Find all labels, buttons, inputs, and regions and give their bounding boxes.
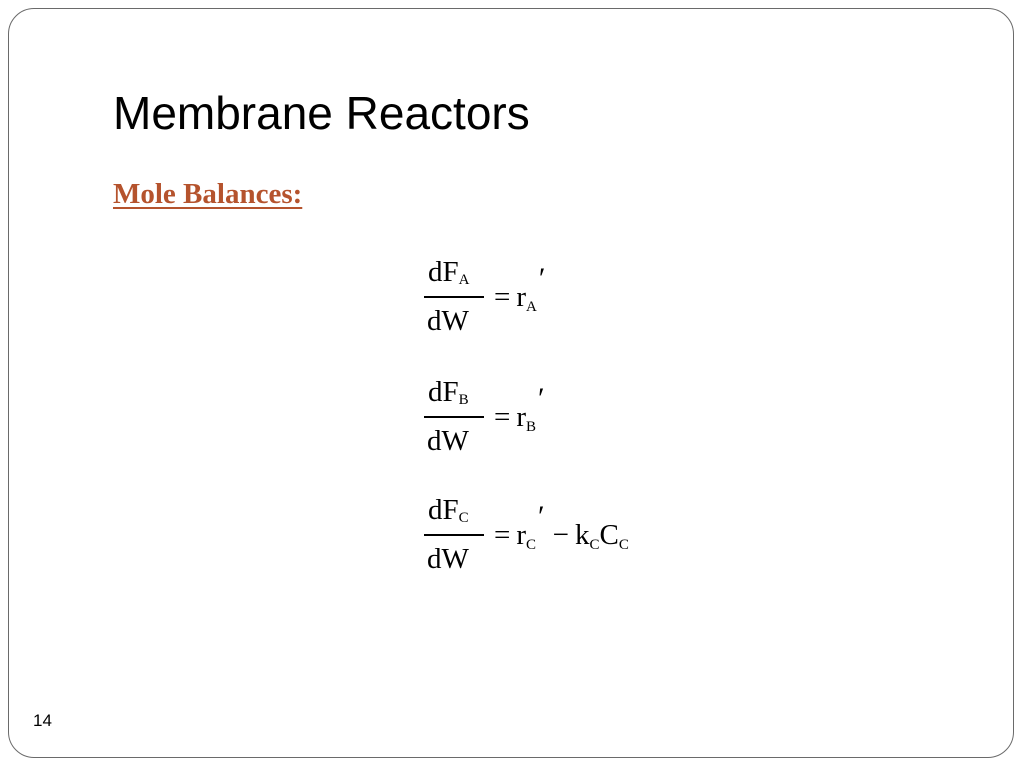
fraction-bar	[424, 296, 484, 298]
slide-frame	[8, 8, 1014, 758]
right-hand-side: =rC′−kCCC	[494, 500, 629, 553]
section-heading: Mole Balances:	[113, 178, 303, 210]
denominator: dW	[427, 543, 469, 575]
right-hand-side: =rB′	[494, 382, 545, 435]
fraction: dFA dW	[424, 256, 484, 346]
fraction: dFB dW	[424, 376, 484, 466]
fraction: dFC dW	[424, 494, 484, 584]
equation-c: dFC dW =rC′−kCCC	[424, 494, 629, 584]
numerator: dFB	[428, 376, 469, 408]
fraction-bar	[424, 416, 484, 418]
fraction-bar	[424, 534, 484, 536]
denominator: dW	[427, 425, 469, 457]
slide-title: Membrane Reactors	[113, 87, 530, 139]
right-hand-side: =rA′	[494, 262, 546, 315]
equation-a: dFA dW =rA′	[424, 256, 545, 346]
numerator: dFC	[428, 494, 469, 526]
page-number: 14	[33, 711, 52, 730]
denominator: dW	[427, 305, 469, 337]
equation-b: dFB dW =rB′	[424, 376, 545, 466]
numerator: dFA	[428, 256, 470, 288]
